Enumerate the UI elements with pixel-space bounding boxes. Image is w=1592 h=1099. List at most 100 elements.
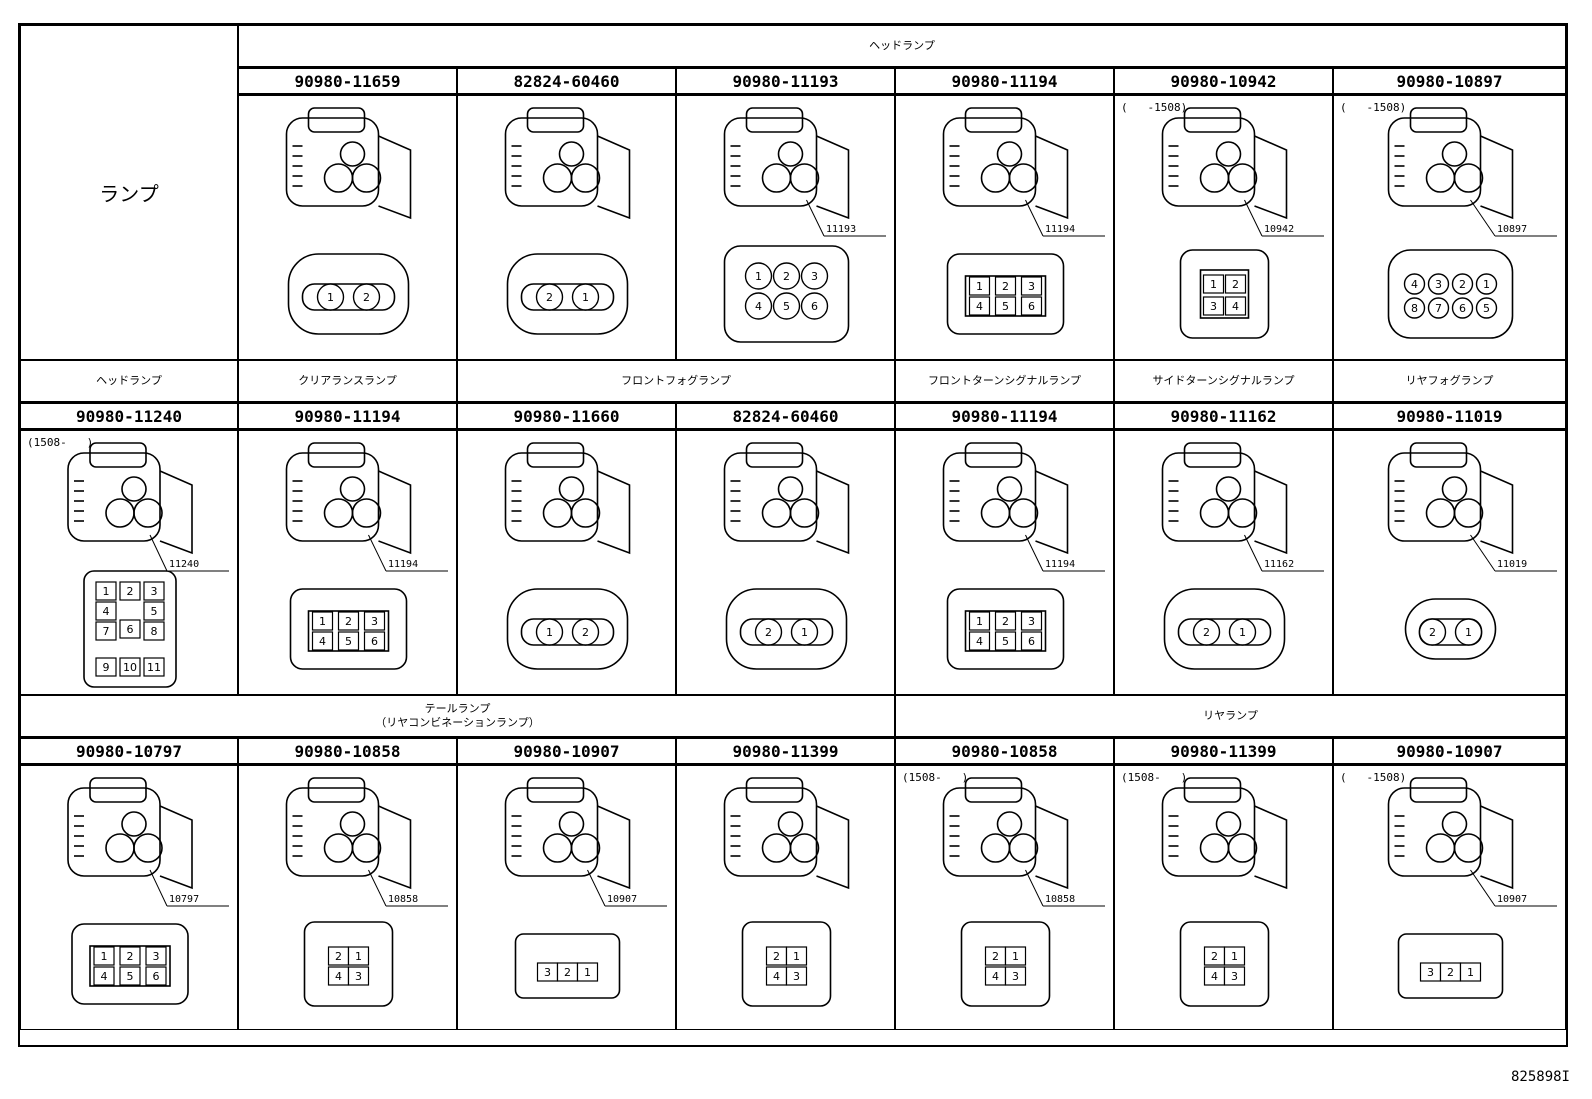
pin xyxy=(785,946,808,966)
pin-number: 2 xyxy=(1459,278,1466,291)
callout-leader xyxy=(1025,869,1044,907)
group-label: リヤランプ xyxy=(895,695,1566,737)
pin-number: 5 xyxy=(127,970,134,983)
housing-sketch xyxy=(723,777,850,890)
callout-leader xyxy=(149,534,168,572)
housing-sketch xyxy=(1161,442,1288,555)
callout-label: 11162 xyxy=(1264,559,1295,570)
pin-number: 11 xyxy=(147,661,161,674)
callout-leader xyxy=(1244,199,1263,237)
part-number: 82824-60460 xyxy=(676,402,895,430)
pin-number: 1 xyxy=(101,950,108,963)
callout-leader xyxy=(368,869,387,907)
part-number: 90980-11194 xyxy=(895,67,1114,95)
group-label: ヘッドランプ xyxy=(20,360,238,402)
pin xyxy=(363,631,386,651)
pin xyxy=(1427,297,1450,319)
pin-number: 7 xyxy=(1435,302,1442,315)
pin xyxy=(994,296,1017,316)
pin-number: 1 xyxy=(976,280,983,293)
callout-leader xyxy=(149,869,168,907)
housing-sketch xyxy=(942,777,1069,890)
pin-number: 1 xyxy=(584,966,591,979)
pin xyxy=(1192,618,1221,646)
pin-number: 2 xyxy=(127,585,134,598)
pin xyxy=(1020,611,1043,631)
pin-number: 3 xyxy=(544,966,551,979)
pin-number: 1 xyxy=(1012,950,1019,963)
pin-number: 6 xyxy=(1459,302,1466,315)
pin xyxy=(772,292,801,320)
housing-sketch xyxy=(942,107,1069,220)
pin xyxy=(1228,618,1257,646)
housing-sketch xyxy=(723,107,850,220)
pin xyxy=(143,581,165,601)
group-label: サイドターンシグナルランプ xyxy=(1114,360,1333,402)
pin-number: 2 xyxy=(127,950,134,963)
pin-number: 2 xyxy=(582,626,589,639)
housing-sketch xyxy=(723,442,850,555)
pin xyxy=(968,611,991,631)
pin-number: 3 xyxy=(153,950,160,963)
callout-leader xyxy=(1244,534,1263,572)
pin-number: 8 xyxy=(1411,302,1418,315)
callout-label: 10797 xyxy=(169,894,200,905)
housing-sketch xyxy=(285,777,412,890)
pin-number: 6 xyxy=(153,970,160,983)
pin-number: 1 xyxy=(793,950,800,963)
pin-number: 1 xyxy=(1483,278,1490,291)
part-number: 90980-11194 xyxy=(238,402,457,430)
production-note: ( -1508) xyxy=(1340,101,1407,114)
pin xyxy=(744,262,773,290)
pin-number: 2 xyxy=(345,615,352,628)
pin-number: 4 xyxy=(992,970,999,983)
part-number: 90980-11193 xyxy=(676,67,895,95)
pin xyxy=(968,276,991,296)
pin-number: 3 xyxy=(371,615,378,628)
pin-number: 2 xyxy=(1232,278,1239,291)
group-label: クリアランスランプ xyxy=(238,360,457,402)
pin-number: 3 xyxy=(355,970,362,983)
part-number: 90980-10907 xyxy=(1333,737,1566,765)
callout-leader xyxy=(1025,534,1044,572)
pin xyxy=(143,621,165,641)
group-label: テールランプ （リヤコンビネーションランプ） xyxy=(20,695,895,737)
pin-number: 6 xyxy=(371,635,378,648)
pin xyxy=(1004,966,1027,986)
pin-number: 2 xyxy=(1447,966,1454,979)
pin-number: 3 xyxy=(1435,278,1442,291)
pin xyxy=(145,946,167,966)
pin xyxy=(352,283,381,311)
pin-number: 1 xyxy=(801,626,808,639)
pin-number: 5 xyxy=(345,635,352,648)
callout-label: 10907 xyxy=(607,894,638,905)
callout-label: 11019 xyxy=(1497,559,1528,570)
pin-number: 4 xyxy=(773,970,780,983)
housing-sketch xyxy=(504,107,631,220)
pin xyxy=(1418,618,1447,646)
part-number: 90980-10942 xyxy=(1114,67,1333,95)
pin xyxy=(994,631,1017,651)
pin-number: 2 xyxy=(335,950,342,963)
